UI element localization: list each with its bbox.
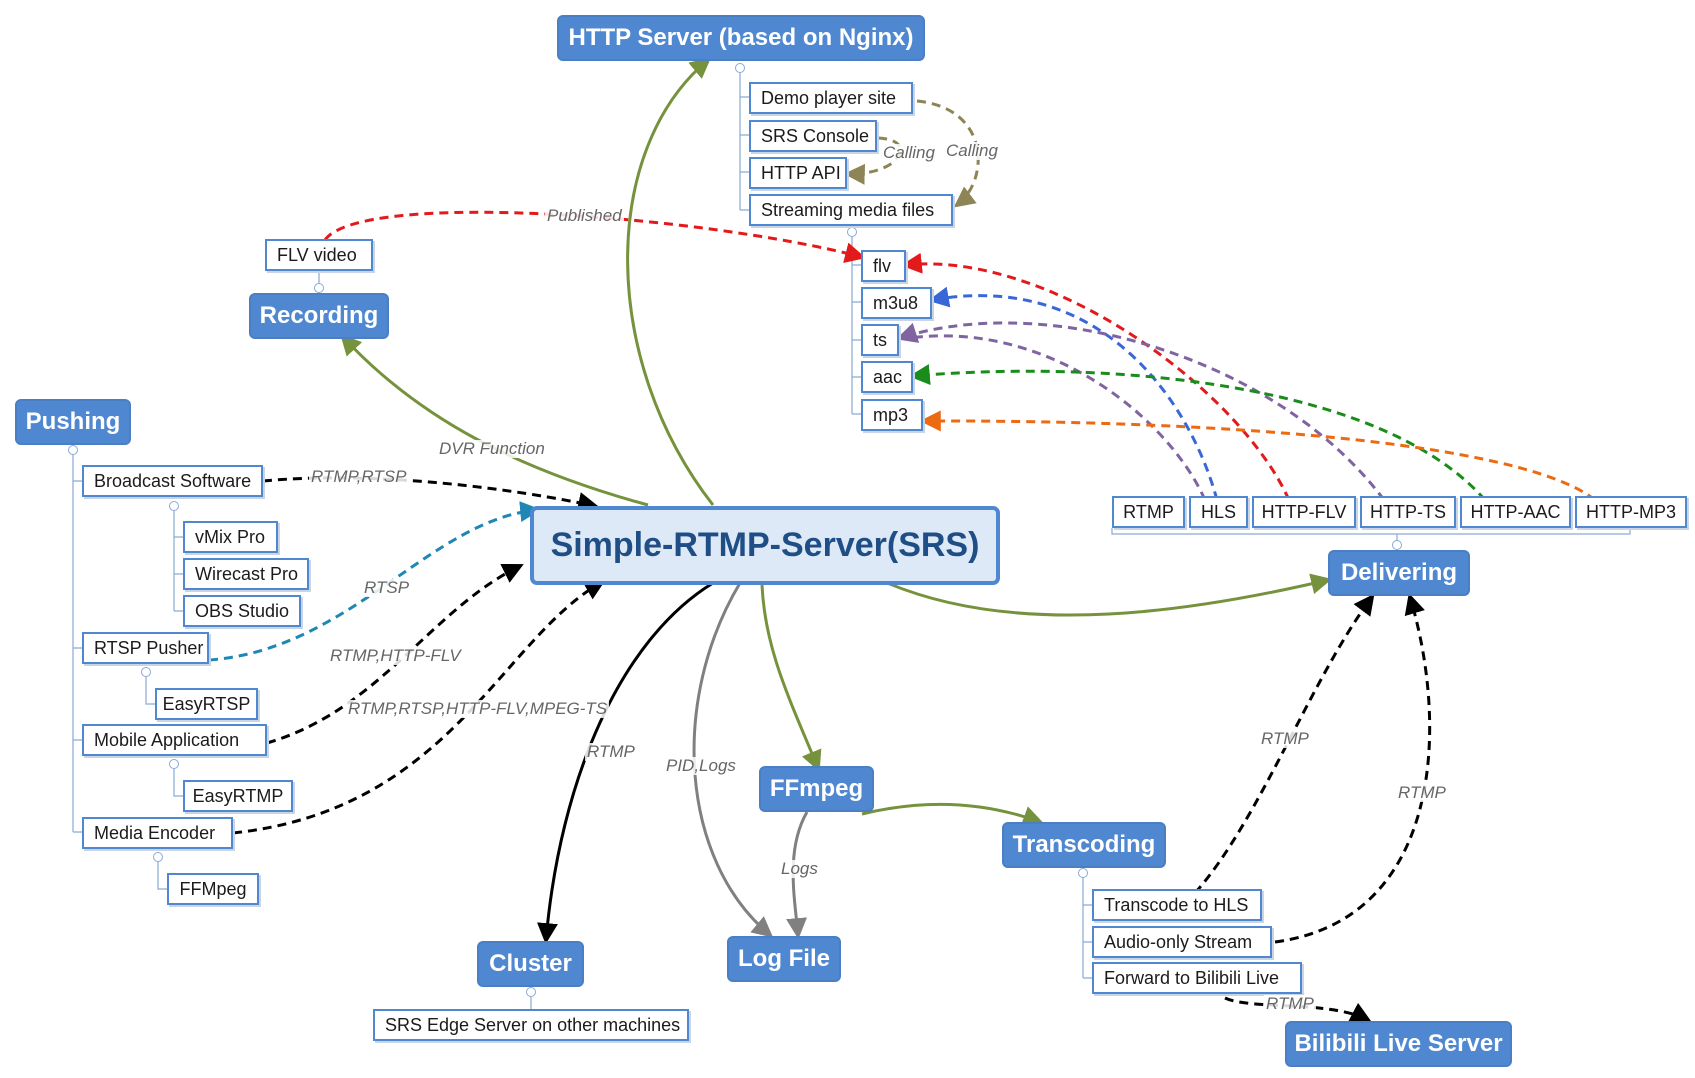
- protocol-http-mp3[interactable]: HTTP-MP3: [1575, 496, 1687, 528]
- http-item-streaming-media-files[interactable]: Streaming media files: [749, 194, 953, 226]
- media-file-m3u8[interactable]: m3u8: [861, 287, 932, 319]
- mobile-child-easyrtmp[interactable]: EasyRTMP: [183, 780, 293, 812]
- media-file-ts[interactable]: ts: [861, 324, 899, 356]
- topic-recording[interactable]: Recording: [249, 293, 389, 339]
- http-item-http-api[interactable]: HTTP API: [749, 157, 847, 189]
- edge-label-rtmp-bilibili: RTMP: [1264, 994, 1316, 1013]
- protocol-hls[interactable]: HLS: [1189, 496, 1248, 528]
- rtsp-pusher-child-easyrtsp[interactable]: EasyRTSP: [155, 688, 258, 720]
- broadcast-child-vmix-pro[interactable]: vMix Pro: [183, 521, 278, 553]
- topic-ffmpeg[interactable]: FFmpeg: [759, 766, 874, 812]
- edge-label-pid-logs: PID,Logs: [664, 756, 738, 775]
- cluster-item-edge-server[interactable]: SRS Edge Server on other machines: [373, 1009, 689, 1041]
- media-file-flv[interactable]: flv: [861, 250, 906, 282]
- pushing-item-rtsp-pusher[interactable]: RTSP Pusher: [82, 632, 209, 664]
- topic-transcoding[interactable]: Transcoding: [1002, 822, 1166, 868]
- collapse-toggles: [68, 63, 1402, 997]
- edge-label-published: Published: [545, 206, 624, 225]
- broadcast-child-wirecast-pro[interactable]: Wirecast Pro: [183, 558, 309, 590]
- edge-label-calling-1: Calling: [881, 143, 937, 162]
- topic-bilibili-live-server[interactable]: Bilibili Live Server: [1285, 1021, 1512, 1067]
- protocol-http-ts[interactable]: HTTP-TS: [1360, 496, 1456, 528]
- media-file-aac[interactable]: aac: [861, 361, 913, 393]
- recording-item-flv-video[interactable]: FLV video: [265, 239, 373, 271]
- edge-label-rtmp-http-flv: RTMP,HTTP-FLV: [328, 646, 463, 665]
- transcoding-item-transcode-to-hls[interactable]: Transcode to HLS: [1092, 889, 1262, 921]
- edge-label-rtmp-rtsp-flv-ts: RTMP,RTSP,HTTP-FLV,MPEG-TS: [346, 699, 610, 718]
- topic-delivering[interactable]: Delivering: [1328, 550, 1470, 596]
- edge-label-rtmp-hls: RTMP: [1259, 729, 1311, 748]
- pushing-item-media-encoder[interactable]: Media Encoder: [82, 817, 233, 849]
- http-item-demo-player-site[interactable]: Demo player site: [749, 82, 913, 114]
- edge-label-calling-2: Calling: [944, 141, 1000, 160]
- protocol-http-aac[interactable]: HTTP-AAC: [1460, 496, 1571, 528]
- topic-cluster[interactable]: Cluster: [477, 941, 584, 987]
- pushing-item-mobile-application[interactable]: Mobile Application: [82, 724, 267, 756]
- protocol-http-flv[interactable]: HTTP-FLV: [1252, 496, 1356, 528]
- central-topic[interactable]: Simple-RTMP-Server(SRS): [530, 506, 1000, 585]
- encoder-child-ffmpeg[interactable]: FFMpeg: [167, 873, 259, 905]
- edge-label-logs: Logs: [779, 859, 820, 878]
- media-file-mp3[interactable]: mp3: [861, 399, 923, 431]
- tree-lines: [72, 68, 1631, 1010]
- topic-log-file[interactable]: Log File: [727, 936, 841, 982]
- http-item-srs-console[interactable]: SRS Console: [749, 120, 877, 152]
- main-branches: [340, 57, 1333, 827]
- edge-label-rtmp-rtsp: RTMP,RTSP: [309, 467, 409, 486]
- topic-pushing[interactable]: Pushing: [15, 399, 131, 445]
- transcoding-item-forward-to-bilibili[interactable]: Forward to Bilibili Live: [1092, 962, 1302, 994]
- edge-label-dvr-function: DVR Function: [437, 439, 547, 458]
- pushing-item-broadcast-software[interactable]: Broadcast Software: [82, 465, 263, 497]
- broadcast-child-obs-studio[interactable]: OBS Studio: [183, 595, 301, 627]
- edge-label-rtsp: RTSP: [362, 578, 412, 597]
- protocol-rtmp[interactable]: RTMP: [1112, 496, 1185, 528]
- transcoding-item-audio-only-stream[interactable]: Audio-only Stream: [1092, 926, 1272, 958]
- edge-label-rtmp-cluster: RTMP: [585, 742, 637, 761]
- topic-http-server[interactable]: HTTP Server (based on Nginx): [557, 15, 925, 61]
- edge-label-rtmp-audio: RTMP: [1396, 783, 1448, 802]
